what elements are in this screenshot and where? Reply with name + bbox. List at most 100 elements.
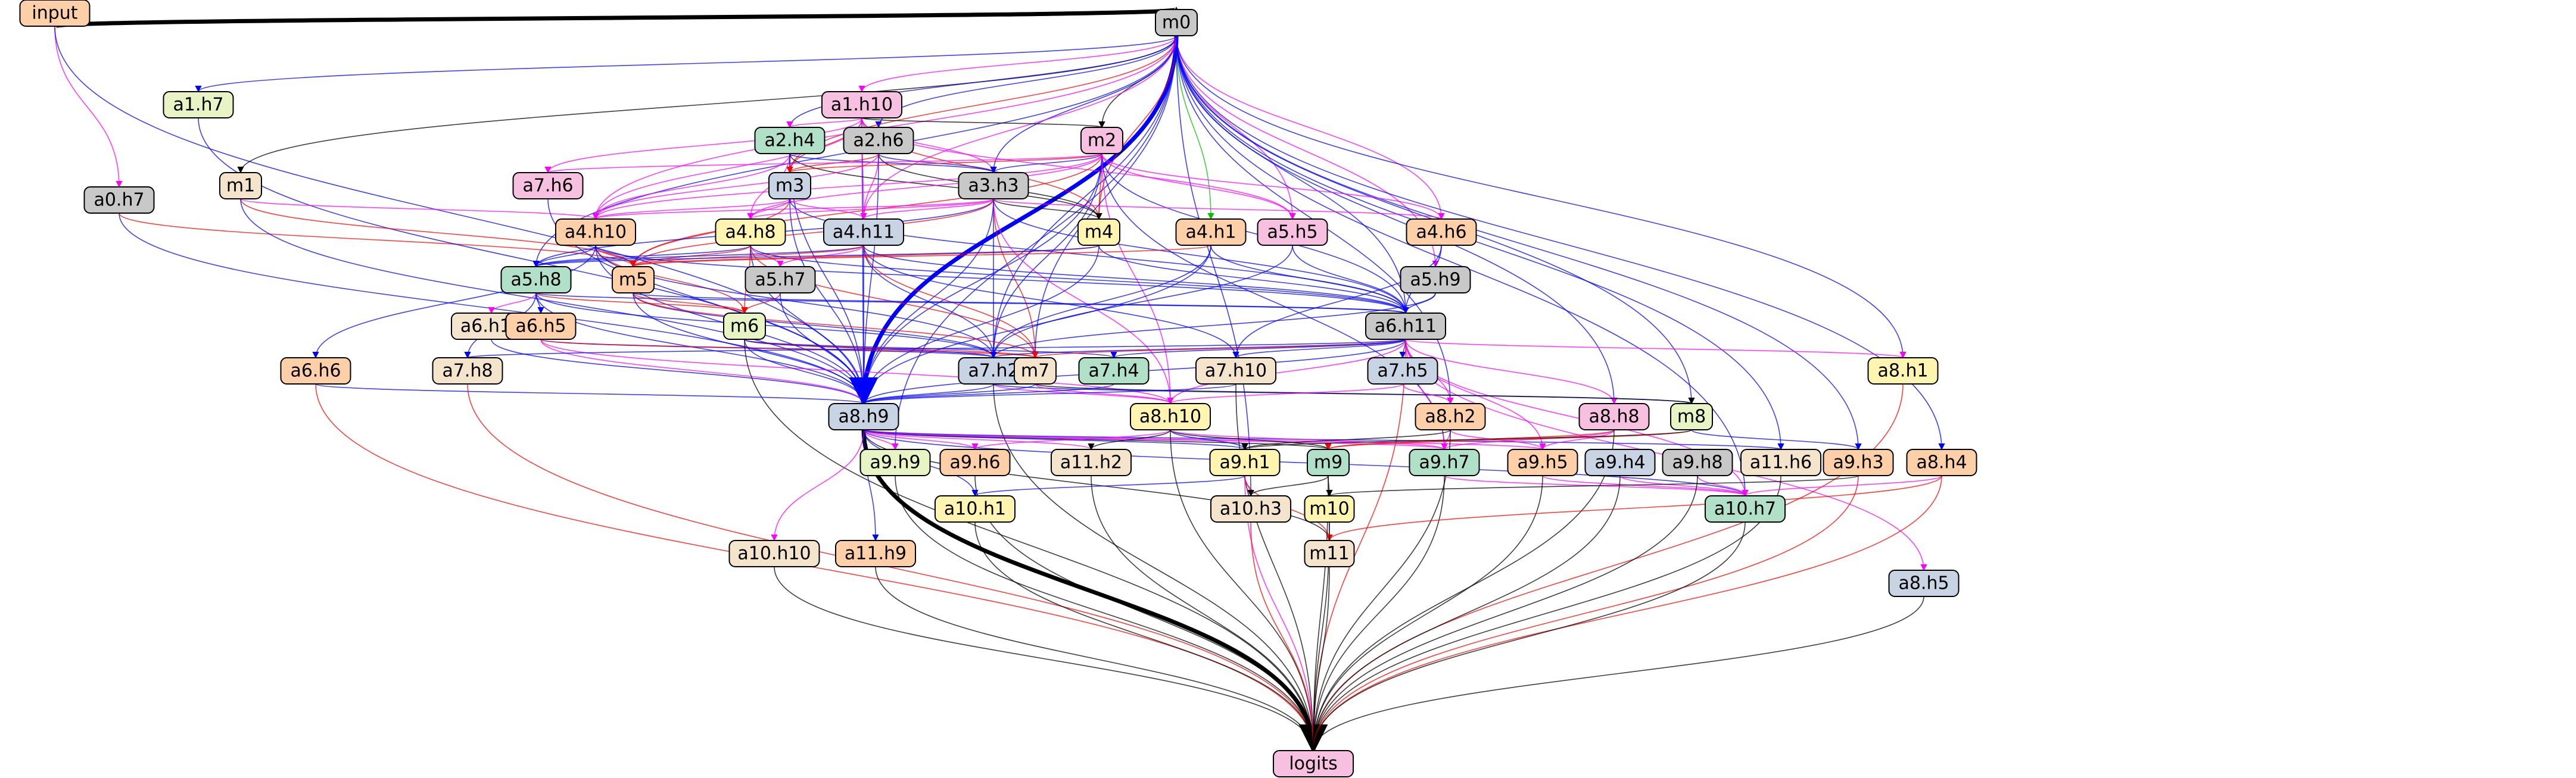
node-box xyxy=(555,218,636,246)
node-box xyxy=(1155,9,1198,36)
node-box xyxy=(723,313,766,340)
node-a4h11: a4.h11 xyxy=(823,218,904,246)
edge-m1-to-a8h9 xyxy=(240,198,867,405)
node-box xyxy=(1365,313,1446,340)
edge-a7h10-to-a8h9 xyxy=(860,383,1236,405)
edge-a7h5-to-a8h10 xyxy=(1167,383,1403,405)
node-a9h9: a9.h9 xyxy=(859,449,931,476)
node-a7h5: a7.h5 xyxy=(1367,357,1438,385)
node-a9h3: a9.h3 xyxy=(1823,449,1894,476)
node-box xyxy=(1670,403,1713,430)
node-a10h3: a10.h3 xyxy=(1210,495,1291,523)
edge-a8h9-to-a11h6 xyxy=(863,429,1784,451)
edge-a8h8-to-a9h7 xyxy=(1441,429,1615,451)
node-logits: logits xyxy=(1273,750,1354,777)
edge-a6h11-to-a8h8 xyxy=(1405,339,1618,405)
edge-m8-to-a9h1 xyxy=(1241,429,1692,451)
node-label: a7.h2 xyxy=(968,361,1018,382)
node-box xyxy=(1409,449,1480,476)
edge-a5h5-to-a6h11 xyxy=(1292,245,1409,314)
node-label: a11.h2 xyxy=(1060,452,1122,473)
node-label: input xyxy=(32,3,77,24)
edge-a8h9-to-a9h5 xyxy=(863,429,1546,451)
node-box xyxy=(935,495,1016,523)
edge-a3h3-to-m4 xyxy=(993,198,1102,220)
edge-a8h9-to-a11h2 xyxy=(863,429,1095,451)
node-m4: m4 xyxy=(1077,218,1120,246)
edge-m2-to-a3h3 xyxy=(990,153,1102,174)
node-a11h2: a11.h2 xyxy=(1051,449,1132,476)
node-label: a10.h3 xyxy=(1220,499,1282,520)
edge-a9h3-to-m10 xyxy=(1326,475,1859,497)
edge-m0-to-a9h3 xyxy=(1176,35,1862,451)
node-a4h8: a4.h8 xyxy=(715,218,786,246)
edge-a3h3-to-a4h10 xyxy=(592,198,994,220)
edge-a8h10-to-m9 xyxy=(1170,429,1332,451)
node-a2h4: a2.h4 xyxy=(754,127,826,154)
node-box xyxy=(1273,750,1354,777)
edge-m0-to-a9h9 xyxy=(892,35,1177,451)
node-label: a9.h5 xyxy=(1517,452,1568,473)
node-m2: m2 xyxy=(1080,127,1123,154)
node-box xyxy=(1584,449,1656,476)
node-a3h3: a3.h3 xyxy=(958,172,1029,199)
edge-a6h11-to-a8h10 xyxy=(1167,339,1406,405)
edge-a3h3-to-a4h11 xyxy=(860,198,994,220)
edge-m5-to-a7h2 xyxy=(633,292,997,359)
node-box xyxy=(1077,218,1120,246)
node-box xyxy=(1906,449,1977,476)
node-a6h11: a6.h11 xyxy=(1365,313,1446,340)
edge-a11h9-to-logits xyxy=(875,566,1317,752)
node-box xyxy=(745,266,816,293)
node-m7: m7 xyxy=(1014,357,1057,385)
edge-a6h11-to-a8h1 xyxy=(1405,339,1907,359)
edge-m0-to-a7h2 xyxy=(990,35,1177,359)
node-label: m11 xyxy=(1309,543,1349,564)
node-label: a10.h10 xyxy=(737,543,811,564)
node-label: a9.h4 xyxy=(1594,452,1645,473)
node-box xyxy=(163,91,234,118)
node-a5h8: a5.h8 xyxy=(500,266,572,293)
edge-m5-to-a6h11 xyxy=(633,292,1409,314)
edge-m2-to-a4h6 xyxy=(1101,153,1445,220)
edge-a5h5-to-a7h2 xyxy=(990,245,1293,359)
edge-a0h7-to-m5 xyxy=(119,213,637,268)
edge-a3h3-to-a4h8 xyxy=(747,198,994,220)
edge-m3-to-a4h10 xyxy=(592,198,790,220)
edge-a8h8-to-logits xyxy=(1310,429,1615,752)
node-a4h6: a4.h6 xyxy=(1406,218,1477,246)
node-box xyxy=(219,172,262,199)
node-label: a3.h3 xyxy=(968,176,1018,196)
edge-a10h10-to-logits xyxy=(774,566,1317,752)
node-label: a8.h9 xyxy=(838,407,889,427)
node-a9h8: a9.h8 xyxy=(1662,449,1733,476)
edge-a11h2-to-logits xyxy=(1091,475,1317,752)
node-label: a11.h6 xyxy=(1750,452,1812,473)
edge-a5h8-to-m6 xyxy=(535,292,748,314)
edge-m7-to-a8h9 xyxy=(860,383,1036,405)
edge-a6h11-to-a7h8 xyxy=(465,339,1406,359)
edge-m9-to-a10h3 xyxy=(1247,475,1329,497)
node-m11: m11 xyxy=(1304,540,1355,567)
node-box xyxy=(1051,449,1132,476)
node-label: m7 xyxy=(1021,361,1049,382)
node-a8h9: a8.h9 xyxy=(828,403,899,430)
edge-m2-to-a4h8 xyxy=(747,153,1102,220)
node-a9h6: a9.h6 xyxy=(939,449,1011,476)
node-box xyxy=(1662,449,1733,476)
node-label: m8 xyxy=(1677,407,1706,427)
edge-m4-to-a8h9 xyxy=(860,245,1099,405)
edge-a9h3-to-logits xyxy=(1310,475,1859,752)
node-label: a7.h10 xyxy=(1205,361,1267,382)
edge-a8h10-to-a11h2 xyxy=(1088,429,1171,451)
edge-a5h7-to-m6 xyxy=(741,292,781,314)
node-a7h6: a7.h6 xyxy=(512,172,584,199)
node-label: m3 xyxy=(775,176,804,196)
node-box xyxy=(1740,449,1821,476)
edge-m5-to-m7 xyxy=(633,292,1039,359)
node-a5h9: a5.h9 xyxy=(1400,266,1471,293)
node-box xyxy=(505,313,577,340)
node-a8h5: a8.h5 xyxy=(1888,570,1960,597)
edge-a4h10-to-a6h6 xyxy=(312,245,596,359)
